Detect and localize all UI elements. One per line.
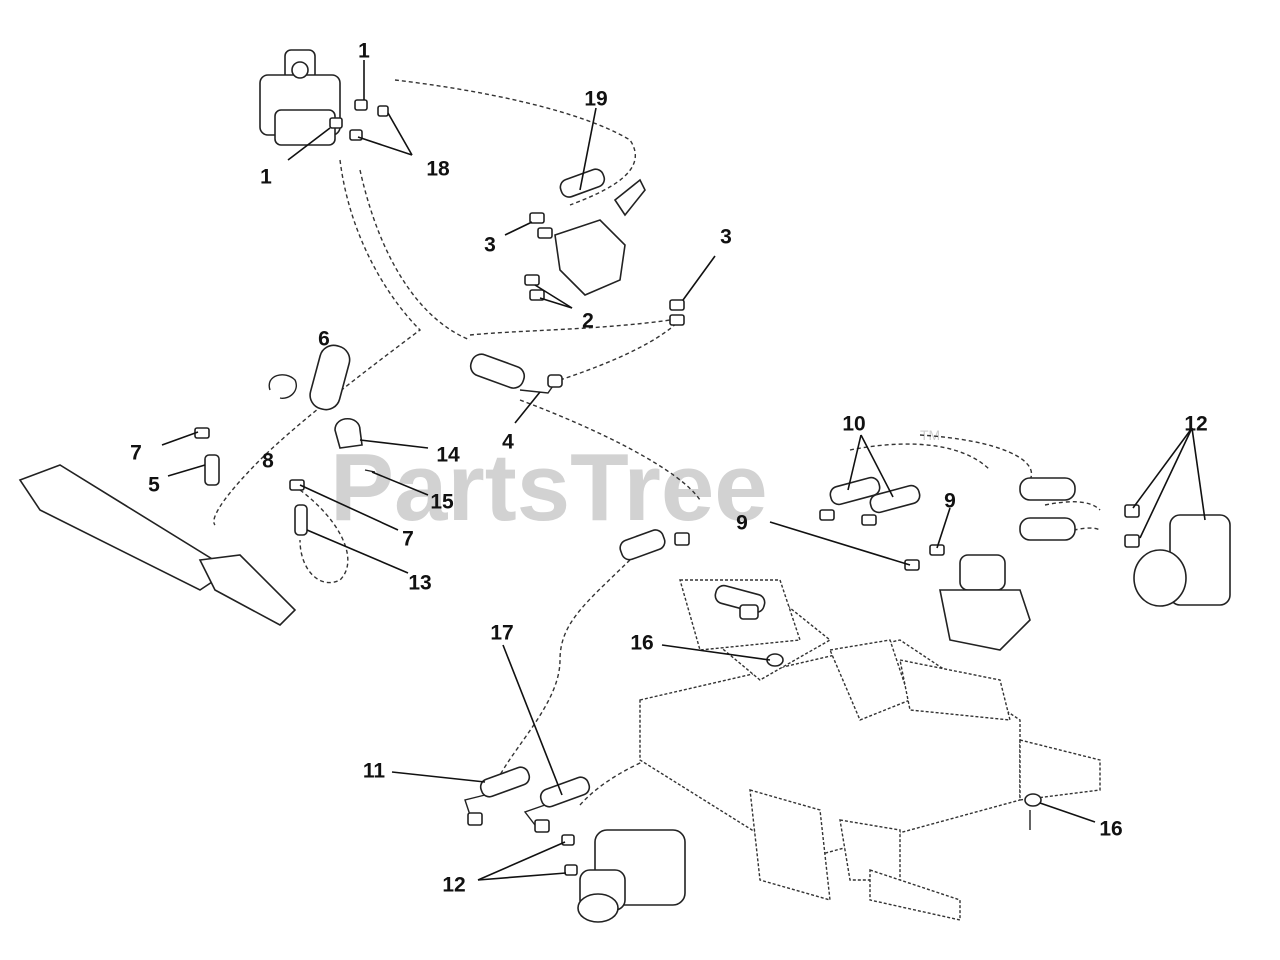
callout-9-19: 9 — [944, 490, 956, 513]
fittings-upper — [329, 99, 685, 326]
callout-18-2: 18 — [426, 158, 450, 181]
callout-12-17: 12 — [1184, 413, 1207, 436]
sleeve-clamp-clip — [268, 344, 376, 473]
pump-assembly — [259, 49, 341, 146]
callout-2-6: 2 — [582, 310, 594, 333]
callout-10-16: 10 — [842, 413, 865, 436]
valve-assembly — [554, 168, 646, 296]
callout-16-23: 16 — [1099, 818, 1122, 841]
leader-lines — [161, 60, 1206, 881]
nut-16-lower — [1024, 793, 1042, 807]
callout-13-15: 13 — [408, 572, 431, 595]
watermark-text: PartsTree — [330, 434, 768, 541]
valve-right — [939, 554, 1031, 651]
callout-16-20: 16 — [630, 632, 653, 655]
callout-7-14: 7 — [402, 528, 414, 551]
callout-8-9: 8 — [262, 450, 274, 473]
callout-12-24: 12 — [442, 874, 465, 897]
hose-upper-frame — [619, 529, 766, 620]
callout-15-13: 15 — [430, 491, 454, 514]
chassis-frame — [639, 579, 1101, 921]
callout-3-5: 3 — [720, 226, 732, 249]
hose-10-assembly — [819, 476, 945, 571]
callout-3-4: 3 — [484, 234, 496, 257]
callout-17-21: 17 — [490, 622, 513, 645]
callout-11-22: 11 — [363, 760, 386, 783]
callout-1-1: 1 — [260, 166, 272, 189]
motor-right — [1019, 477, 1231, 607]
callout-14-11: 14 — [436, 444, 460, 467]
motor-bottom — [577, 829, 686, 923]
callout-1-0: 1 — [358, 40, 370, 63]
callout-5-12: 5 — [148, 474, 160, 497]
callout-7-10: 7 — [130, 442, 142, 465]
hose-bottom-assembly — [464, 766, 591, 876]
callout-9-18: 9 — [736, 512, 748, 535]
callout-4-8: 4 — [502, 431, 514, 454]
callout-19-3: 19 — [584, 88, 607, 111]
hose-4-assembly — [469, 353, 563, 394]
cylinder-left — [18, 427, 308, 626]
watermark-trademark: TM — [920, 427, 940, 443]
callout-6-7: 6 — [318, 328, 330, 351]
hose-lines — [213, 79, 1101, 806]
